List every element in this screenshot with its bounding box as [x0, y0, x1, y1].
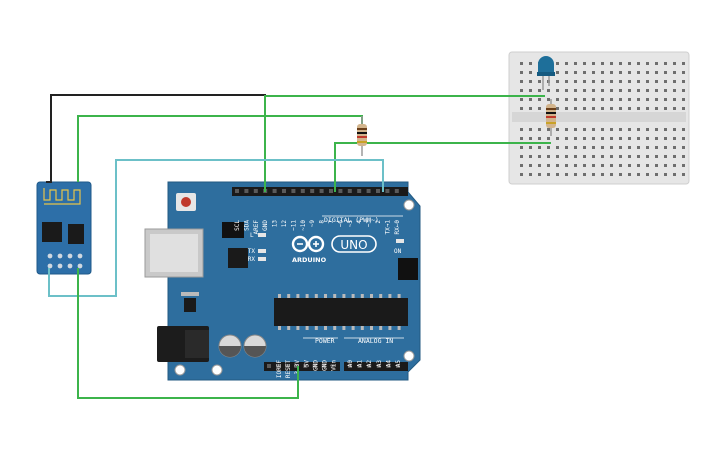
led-rx — [258, 257, 266, 261]
icsp2-header — [398, 258, 418, 280]
pin-label: ~3 — [366, 220, 373, 228]
resistor-1[interactable] — [357, 116, 367, 156]
breadboard-holes — [520, 62, 685, 176]
pin-label: 8 — [319, 220, 326, 224]
pin-label: GND — [322, 360, 329, 371]
led-blue[interactable] — [537, 56, 555, 90]
pin-label: A0 — [347, 360, 354, 368]
led-tx-label: TX — [248, 248, 256, 255]
led-on-label: ON — [394, 248, 402, 255]
pin-label: IOREF — [276, 360, 283, 378]
arduino-logo — [291, 235, 325, 253]
esp-chip — [42, 222, 62, 242]
pin-label: RESET — [285, 360, 292, 378]
pin-label: ~10 — [300, 220, 307, 231]
pin-label: GND — [262, 220, 269, 231]
wire-green-3v3[interactable] — [77, 268, 299, 399]
pin-label: GND — [312, 360, 319, 371]
resistor-2[interactable] — [546, 99, 556, 136]
pin-label: A1 — [357, 360, 364, 368]
pin-label: Vin — [331, 360, 338, 371]
flash-chip — [68, 224, 84, 244]
pin-label: ~6 — [337, 220, 344, 228]
pin-label: A3 — [376, 360, 383, 368]
analog-header-label: ANALOG IN — [358, 337, 393, 345]
wire-green-pin7-to-breadboard[interactable] — [334, 142, 551, 192]
esp8266-module[interactable] — [36, 181, 92, 275]
pin-label: 2 — [375, 220, 382, 224]
pin-label: TX→1 — [384, 220, 391, 235]
digital-header-label: DIGITAL (PWM~) — [324, 216, 379, 224]
wire-teal-serial[interactable] — [48, 159, 384, 297]
pin-label: 4 — [356, 220, 363, 224]
icsp1-header — [222, 222, 244, 238]
breadboard[interactable] — [508, 51, 690, 185]
usb-chip — [228, 248, 248, 268]
atmega-chip — [274, 298, 408, 326]
power-header-label: POWER — [315, 337, 335, 345]
led-tx — [258, 249, 266, 253]
pin-label: SCL — [234, 220, 241, 231]
led-on — [396, 239, 404, 243]
antenna-trace — [43, 188, 81, 205]
analog-header — [344, 362, 408, 371]
wire-green-esp-to-resistor[interactable] — [77, 115, 363, 182]
pin-label: 7 — [328, 220, 335, 224]
pin-label: A4 — [385, 360, 392, 368]
brand-label: ARDUINO — [292, 256, 327, 264]
arduino-uno-board[interactable]: L TX RX ON UNO ARDUINO DIGITAL (PWM~) PO… — [144, 181, 421, 381]
pin-label: A2 — [366, 360, 373, 368]
pin-label: 12 — [281, 220, 288, 228]
pin-label: ~9 — [309, 220, 316, 228]
led-l-label: L — [250, 232, 254, 239]
pin-label: RX←0 — [394, 220, 401, 235]
uno-badge — [331, 235, 377, 253]
pin-label: A5 — [395, 360, 402, 368]
led-rx-label: RX — [248, 256, 256, 263]
pin-label: ~11 — [290, 220, 297, 231]
pin-label: ~5 — [347, 220, 354, 228]
pin-label: AREF — [253, 220, 260, 235]
pin-label: 5V — [303, 360, 310, 368]
led-l — [258, 233, 266, 237]
wires — [46, 94, 551, 399]
uno-label: UNO — [340, 238, 367, 252]
regulator — [184, 298, 196, 312]
pin-label: 13 — [272, 220, 279, 228]
power-header — [264, 362, 340, 371]
pin-label: SDA — [243, 220, 250, 231]
